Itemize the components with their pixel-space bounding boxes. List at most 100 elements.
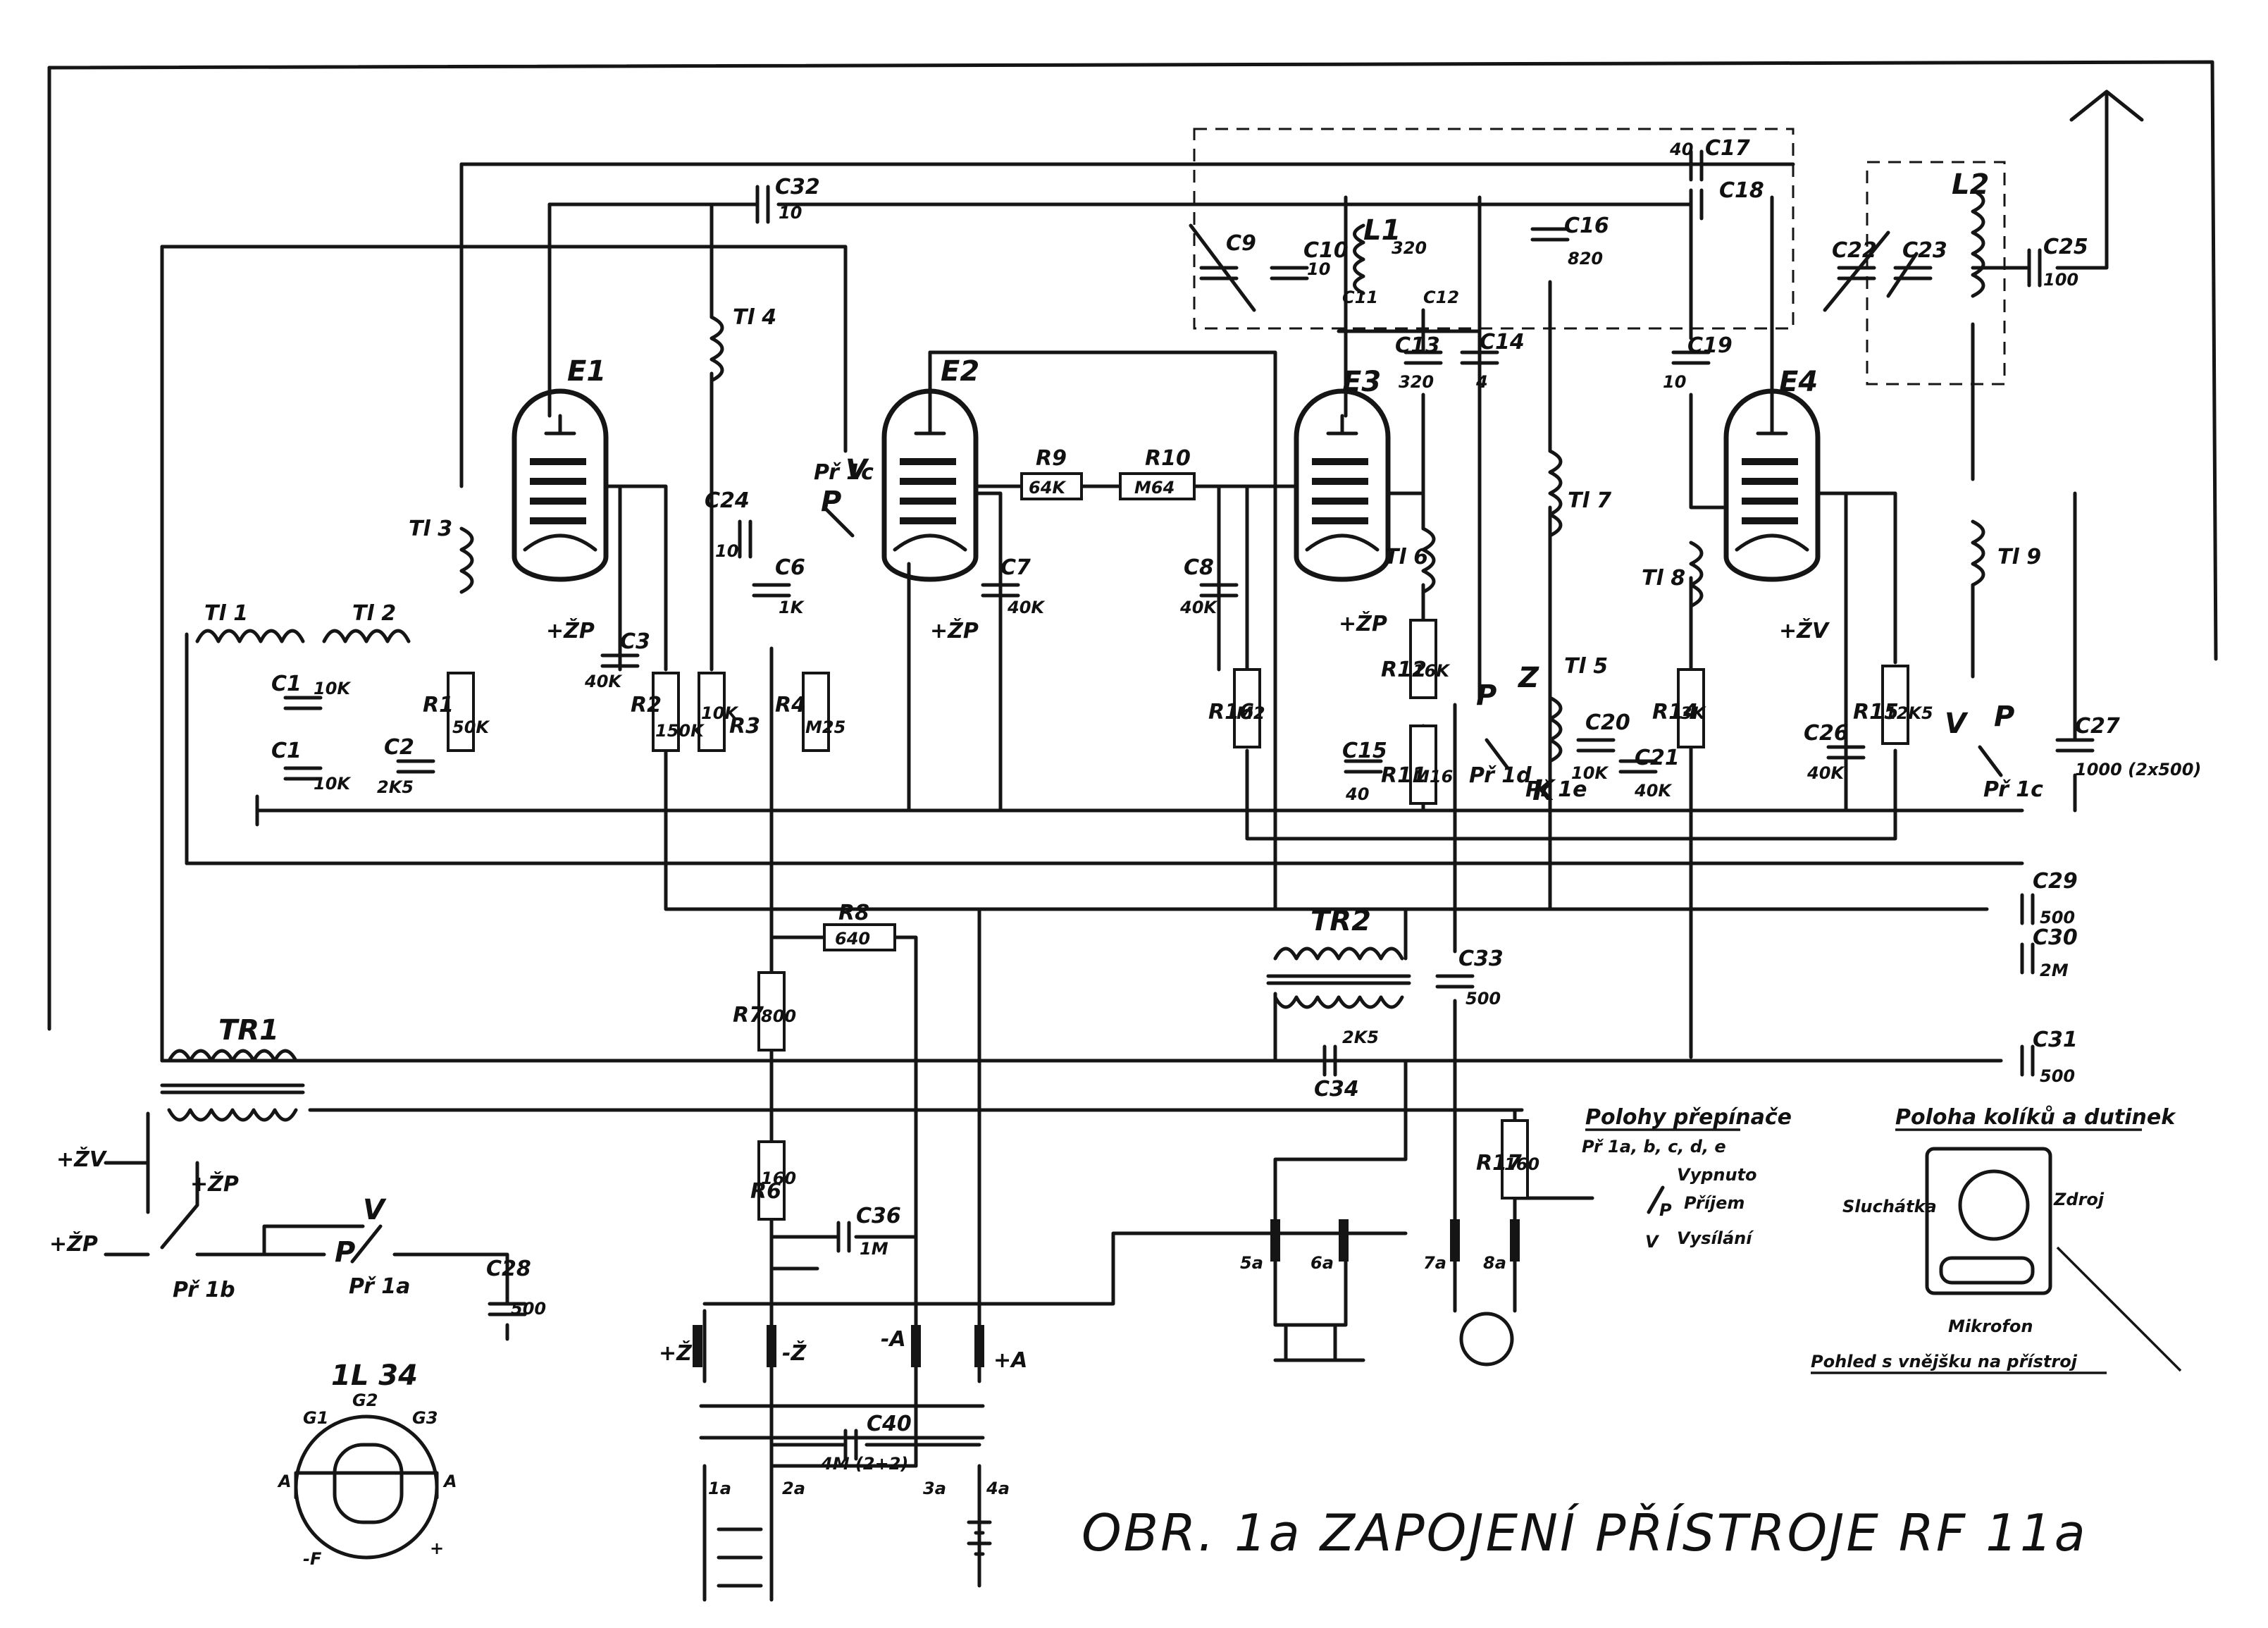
resistor-r17 [1501, 1119, 1529, 1200]
battery-icon [967, 1520, 992, 1556]
plug-position-legend: Poloha kolíků a dutinek Sluchátka Zdroj … [1811, 1105, 2176, 1374]
label-plus-a: +A [993, 1348, 1027, 1373]
label-c7: C7 [1000, 555, 1031, 580]
label-c10: C10 [1303, 238, 1349, 263]
tube-e4 [1723, 388, 1821, 582]
label-c31: C31 [2033, 1028, 2078, 1052]
tube-e3 [1294, 388, 1391, 582]
tube-pinout-1l34 [294, 1414, 439, 1560]
capacitor-c31 [2020, 1044, 2035, 1077]
label-c26: C26 [1804, 721, 1849, 746]
value-r16: M2 [1237, 703, 1265, 723]
value-c30: 2M [2040, 961, 2069, 980]
label-f-plus: + [430, 1538, 444, 1558]
label-c14: C14 [1480, 330, 1525, 354]
shield-box-antenna [1866, 161, 2006, 386]
label-c2: C2 [384, 735, 414, 760]
tube-pinout-labels: 1L 34 G2 G1 G3 A A -F + [277, 1359, 457, 1569]
switch-labels: Př 1a Př 1a Př 1b Př 1c Př 1c Př 1d Př 1… [173, 454, 2043, 1302]
capacitor-c34 [1322, 1044, 1337, 1077]
capacitor-c21 [1618, 759, 1658, 774]
label-l1: L1 [1363, 214, 1401, 247]
label-r6: R6 [750, 1179, 781, 1204]
resistor-r9 [1020, 472, 1083, 500]
label-v-supply: V [363, 1194, 387, 1226]
label-c6: C6 [775, 555, 805, 580]
legend-item-off: Vypnuto [1677, 1165, 1757, 1185]
label-c3: C3 [620, 629, 650, 654]
label-pin-4a: 4a [986, 1479, 1010, 1498]
label-tl8: Tl 8 [1642, 566, 1685, 591]
capacitor-c7 [981, 583, 1020, 598]
switch-pr1d [1485, 738, 1510, 770]
capacitor-c32 [755, 185, 770, 224]
resistor-r2 [652, 672, 680, 752]
label-r9: R9 [1036, 446, 1067, 471]
label-tl3: Tl 3 [409, 517, 452, 541]
coil-tl2 [322, 629, 411, 643]
label-pr1e: Př 1e [1525, 777, 1587, 802]
capacitor-c24 [738, 519, 752, 559]
label-r4: R4 [775, 693, 806, 717]
label-c32: C32 [775, 175, 820, 199]
capacitor-c20 [1576, 738, 1616, 753]
value-c33: 500 [1465, 989, 1501, 1009]
switch-pr1c-e2 [822, 505, 855, 538]
label-minus-z: -Ž [782, 1340, 807, 1366]
capacitor-c16 [1530, 227, 1570, 242]
value-c26: 40K [1807, 763, 1845, 783]
label-f-minus: -F [303, 1549, 322, 1569]
label-zv-left: +ŽV [56, 1147, 108, 1172]
coil-tl7 [1548, 449, 1563, 538]
label-tl2: Tl 2 [352, 601, 396, 626]
label-tl1: Tl 1 [204, 601, 248, 626]
value-r11: M16 [1413, 767, 1453, 787]
label-e4: E4 [1779, 366, 1818, 398]
supply-labels: +ŽV +ŽP +ŽP +ŽP +ŽP +ŽP +ŽV [49, 611, 1830, 1257]
label-pin-7a: 7a [1423, 1253, 1446, 1273]
label-pr1b: Př 1b [173, 1278, 235, 1302]
label-e2: E2 [941, 355, 979, 388]
value-c2: 2K5 [377, 777, 414, 797]
label-tl6: Tl 6 [1384, 545, 1428, 569]
resistor-r14 [1677, 668, 1705, 748]
label-c25: C25 [2043, 235, 2088, 259]
resistor-r10 [1119, 472, 1196, 500]
coil-l1 [1353, 223, 1365, 295]
capacitor-c33 [1435, 974, 1475, 989]
capacitor-labels: C1 10K C1 10K C2 2K5 C3 40K C6 1K C7 40K… [271, 136, 2201, 1474]
label-pin-8a: 8a [1483, 1253, 1506, 1273]
label-pr1a: Př 1a [349, 1274, 410, 1299]
value-c10: 10 [1307, 259, 1330, 279]
wiring [104, 104, 2109, 1602]
coil-tl3 [459, 526, 474, 594]
label-r8: R8 [838, 901, 869, 925]
switch-pr1a [350, 1224, 383, 1264]
label-a-left: A [277, 1472, 292, 1491]
value-c27: 1000 (2x500) [2075, 760, 2201, 779]
value-r17: 160 [1504, 1154, 1539, 1174]
value-c25: 100 [2043, 270, 2078, 290]
label-c27: C27 [2075, 714, 2120, 739]
value-c1a: 10K [314, 679, 352, 698]
switch-pr1b [160, 1203, 199, 1250]
value-c20: 10K [1571, 763, 1609, 783]
capacitor-c1a [283, 696, 323, 710]
label-r2: R2 [631, 693, 662, 717]
coil-tl9 [1971, 519, 1985, 587]
capacitor-c15 [1344, 759, 1383, 774]
value-c16: 820 [1568, 249, 1603, 269]
value-c6: 1K [779, 598, 805, 617]
legend-plug-heading: Poloha kolíků a dutinek [1895, 1105, 2176, 1130]
value-r4: M25 [805, 717, 845, 737]
label-r15: R15 [1853, 700, 1899, 724]
resistor-r15 [1881, 665, 1909, 745]
plug-connectors [693, 1219, 1520, 1588]
legend-key-v: V [1645, 1232, 1660, 1252]
value-c29: 500 [2040, 908, 2075, 927]
coil-l2 [1971, 188, 1985, 298]
label-r16: R16 [1208, 700, 1254, 724]
value-r15: 12K5 [1885, 703, 1933, 723]
value-c19: 10 [1663, 372, 1686, 392]
